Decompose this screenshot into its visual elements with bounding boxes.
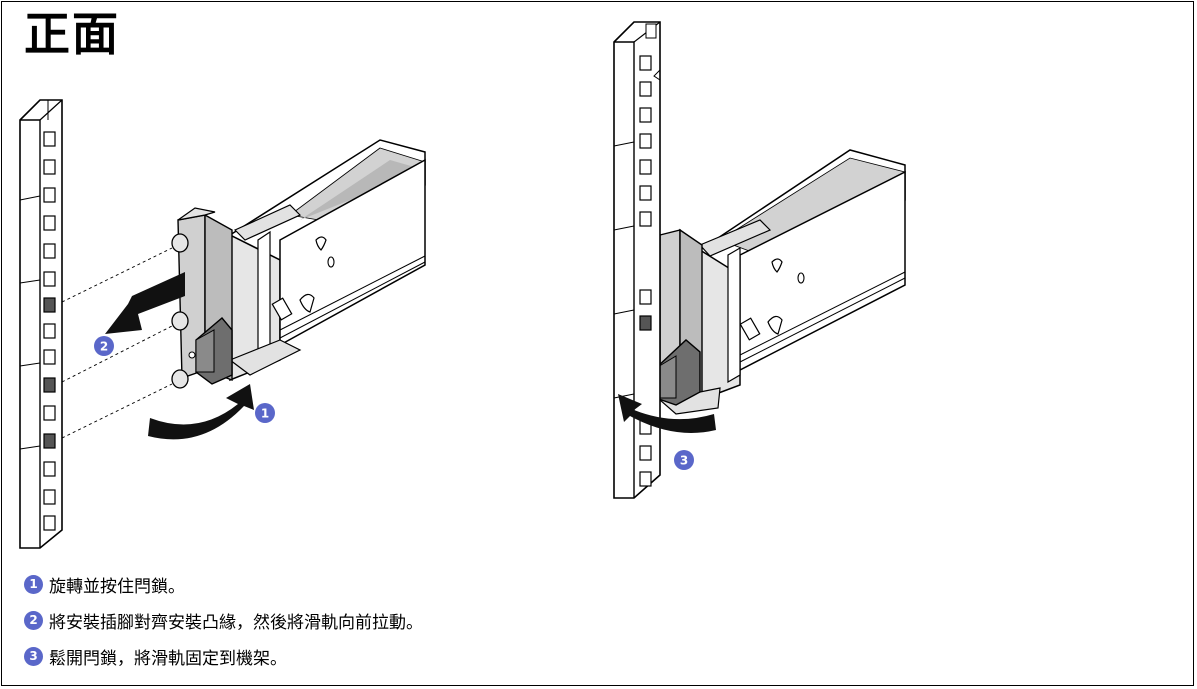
mounting-pins — [171, 233, 196, 389]
left-rack-post — [19, 99, 63, 549]
step-2-badge: 2 — [24, 610, 43, 630]
legend-step-2: 2 將安裝插腳對齊安裝凸緣，然後將滑軌向前拉動。 — [24, 602, 423, 638]
step-legend: 1 旋轉並按住閂鎖。 2 將安裝插腳對齊安裝凸緣，然後將滑軌向前拉動。 3 鬆開… — [24, 566, 423, 674]
step-1-badge: 1 — [24, 574, 43, 594]
right-rack-post — [613, 21, 661, 499]
callout-3: 3 — [674, 450, 694, 470]
callout-2: 2 — [94, 336, 114, 356]
svg-text:3: 3 — [680, 454, 688, 468]
svg-text:1: 1 — [261, 407, 269, 421]
pull-forward-arrow — [105, 272, 185, 334]
rail-installation-illustration: 1 2 — [19, 21, 907, 549]
step-3-text: 鬆開閂鎖，將滑軌固定到機架。 — [49, 648, 287, 669]
step-3-badge: 3 — [24, 646, 43, 666]
right-slide-rail — [698, 149, 907, 402]
release-latch-arrow — [618, 394, 716, 433]
legend-step-1: 1 旋轉並按住閂鎖。 — [24, 566, 423, 602]
callout-1: 1 — [255, 403, 275, 423]
step-2-text: 將安裝插腳對齊安裝凸緣，然後將滑軌向前拉動。 — [49, 612, 423, 633]
rotate-latch-arrow — [148, 384, 254, 440]
legend-step-3: 3 鬆開閂鎖，將滑軌固定到機架。 — [24, 638, 423, 674]
left-slide-rail — [228, 139, 426, 382]
page-title: 正面 — [24, 7, 120, 61]
step-1-text: 旋轉並按住閂鎖。 — [49, 576, 185, 597]
svg-text:2: 2 — [100, 340, 108, 354]
left-front-bracket — [61, 207, 233, 439]
right-front-bracket — [634, 228, 721, 415]
